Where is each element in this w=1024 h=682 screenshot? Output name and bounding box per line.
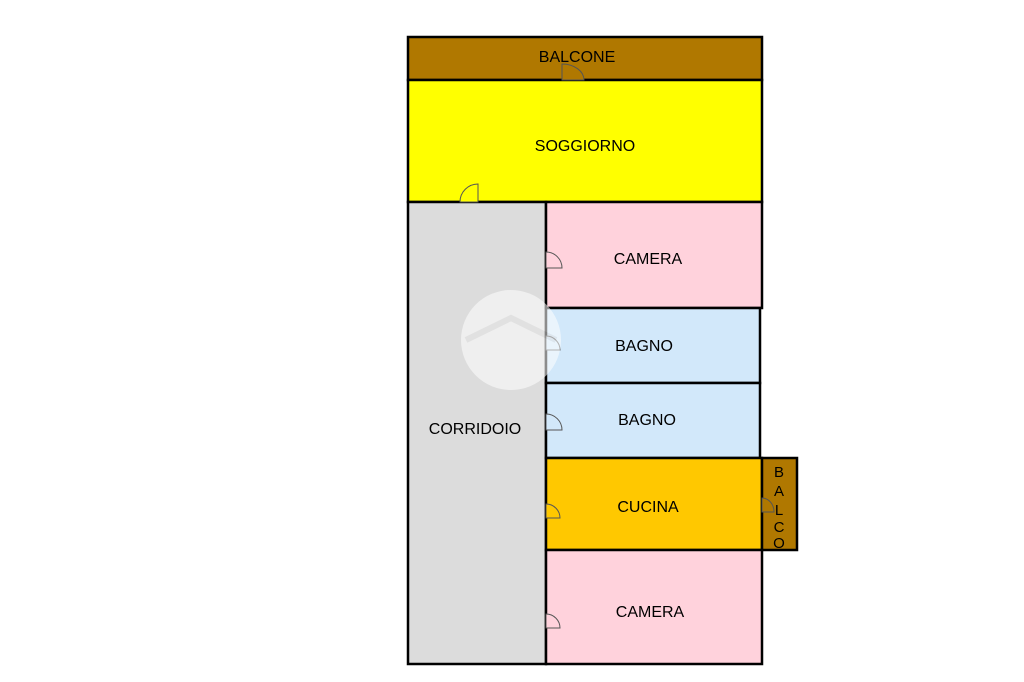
side-balcony-letter: C bbox=[774, 519, 785, 536]
watermark-logo bbox=[461, 290, 561, 390]
label-camera-1: CAMERA bbox=[614, 251, 683, 268]
label-bagno-2: BAGNO bbox=[618, 412, 676, 429]
room-balcone-top bbox=[406, 35, 764, 82]
label-balcone-top: BALCONE bbox=[539, 49, 615, 66]
side-balcony-letter: B bbox=[774, 464, 784, 481]
side-balcony-letter: A bbox=[774, 483, 784, 500]
label-cucina: CUCINA bbox=[617, 499, 679, 516]
door-bagno-2 bbox=[545, 413, 563, 431]
room-soggiorno bbox=[406, 78, 764, 204]
door-balcone-soggiorno bbox=[561, 63, 585, 81]
label-soggiorno: SOGGIORNO bbox=[535, 138, 635, 155]
room-camera-2 bbox=[544, 548, 764, 666]
room-camera-1 bbox=[544, 200, 764, 310]
label-bagno-1: BAGNO bbox=[615, 338, 673, 355]
label-corridoio: CORRIDOIO bbox=[429, 421, 521, 438]
side-balcony-letter: L bbox=[775, 502, 783, 519]
door-soggiorno-corridoio bbox=[459, 183, 479, 203]
door-cucina bbox=[545, 503, 561, 519]
label-camera-2: CAMERA bbox=[616, 604, 685, 621]
door-camera-1 bbox=[545, 251, 563, 269]
door-camera-2 bbox=[545, 613, 561, 629]
door-cucina-balcone bbox=[761, 497, 775, 513]
side-balcony-letter: O bbox=[773, 535, 785, 552]
